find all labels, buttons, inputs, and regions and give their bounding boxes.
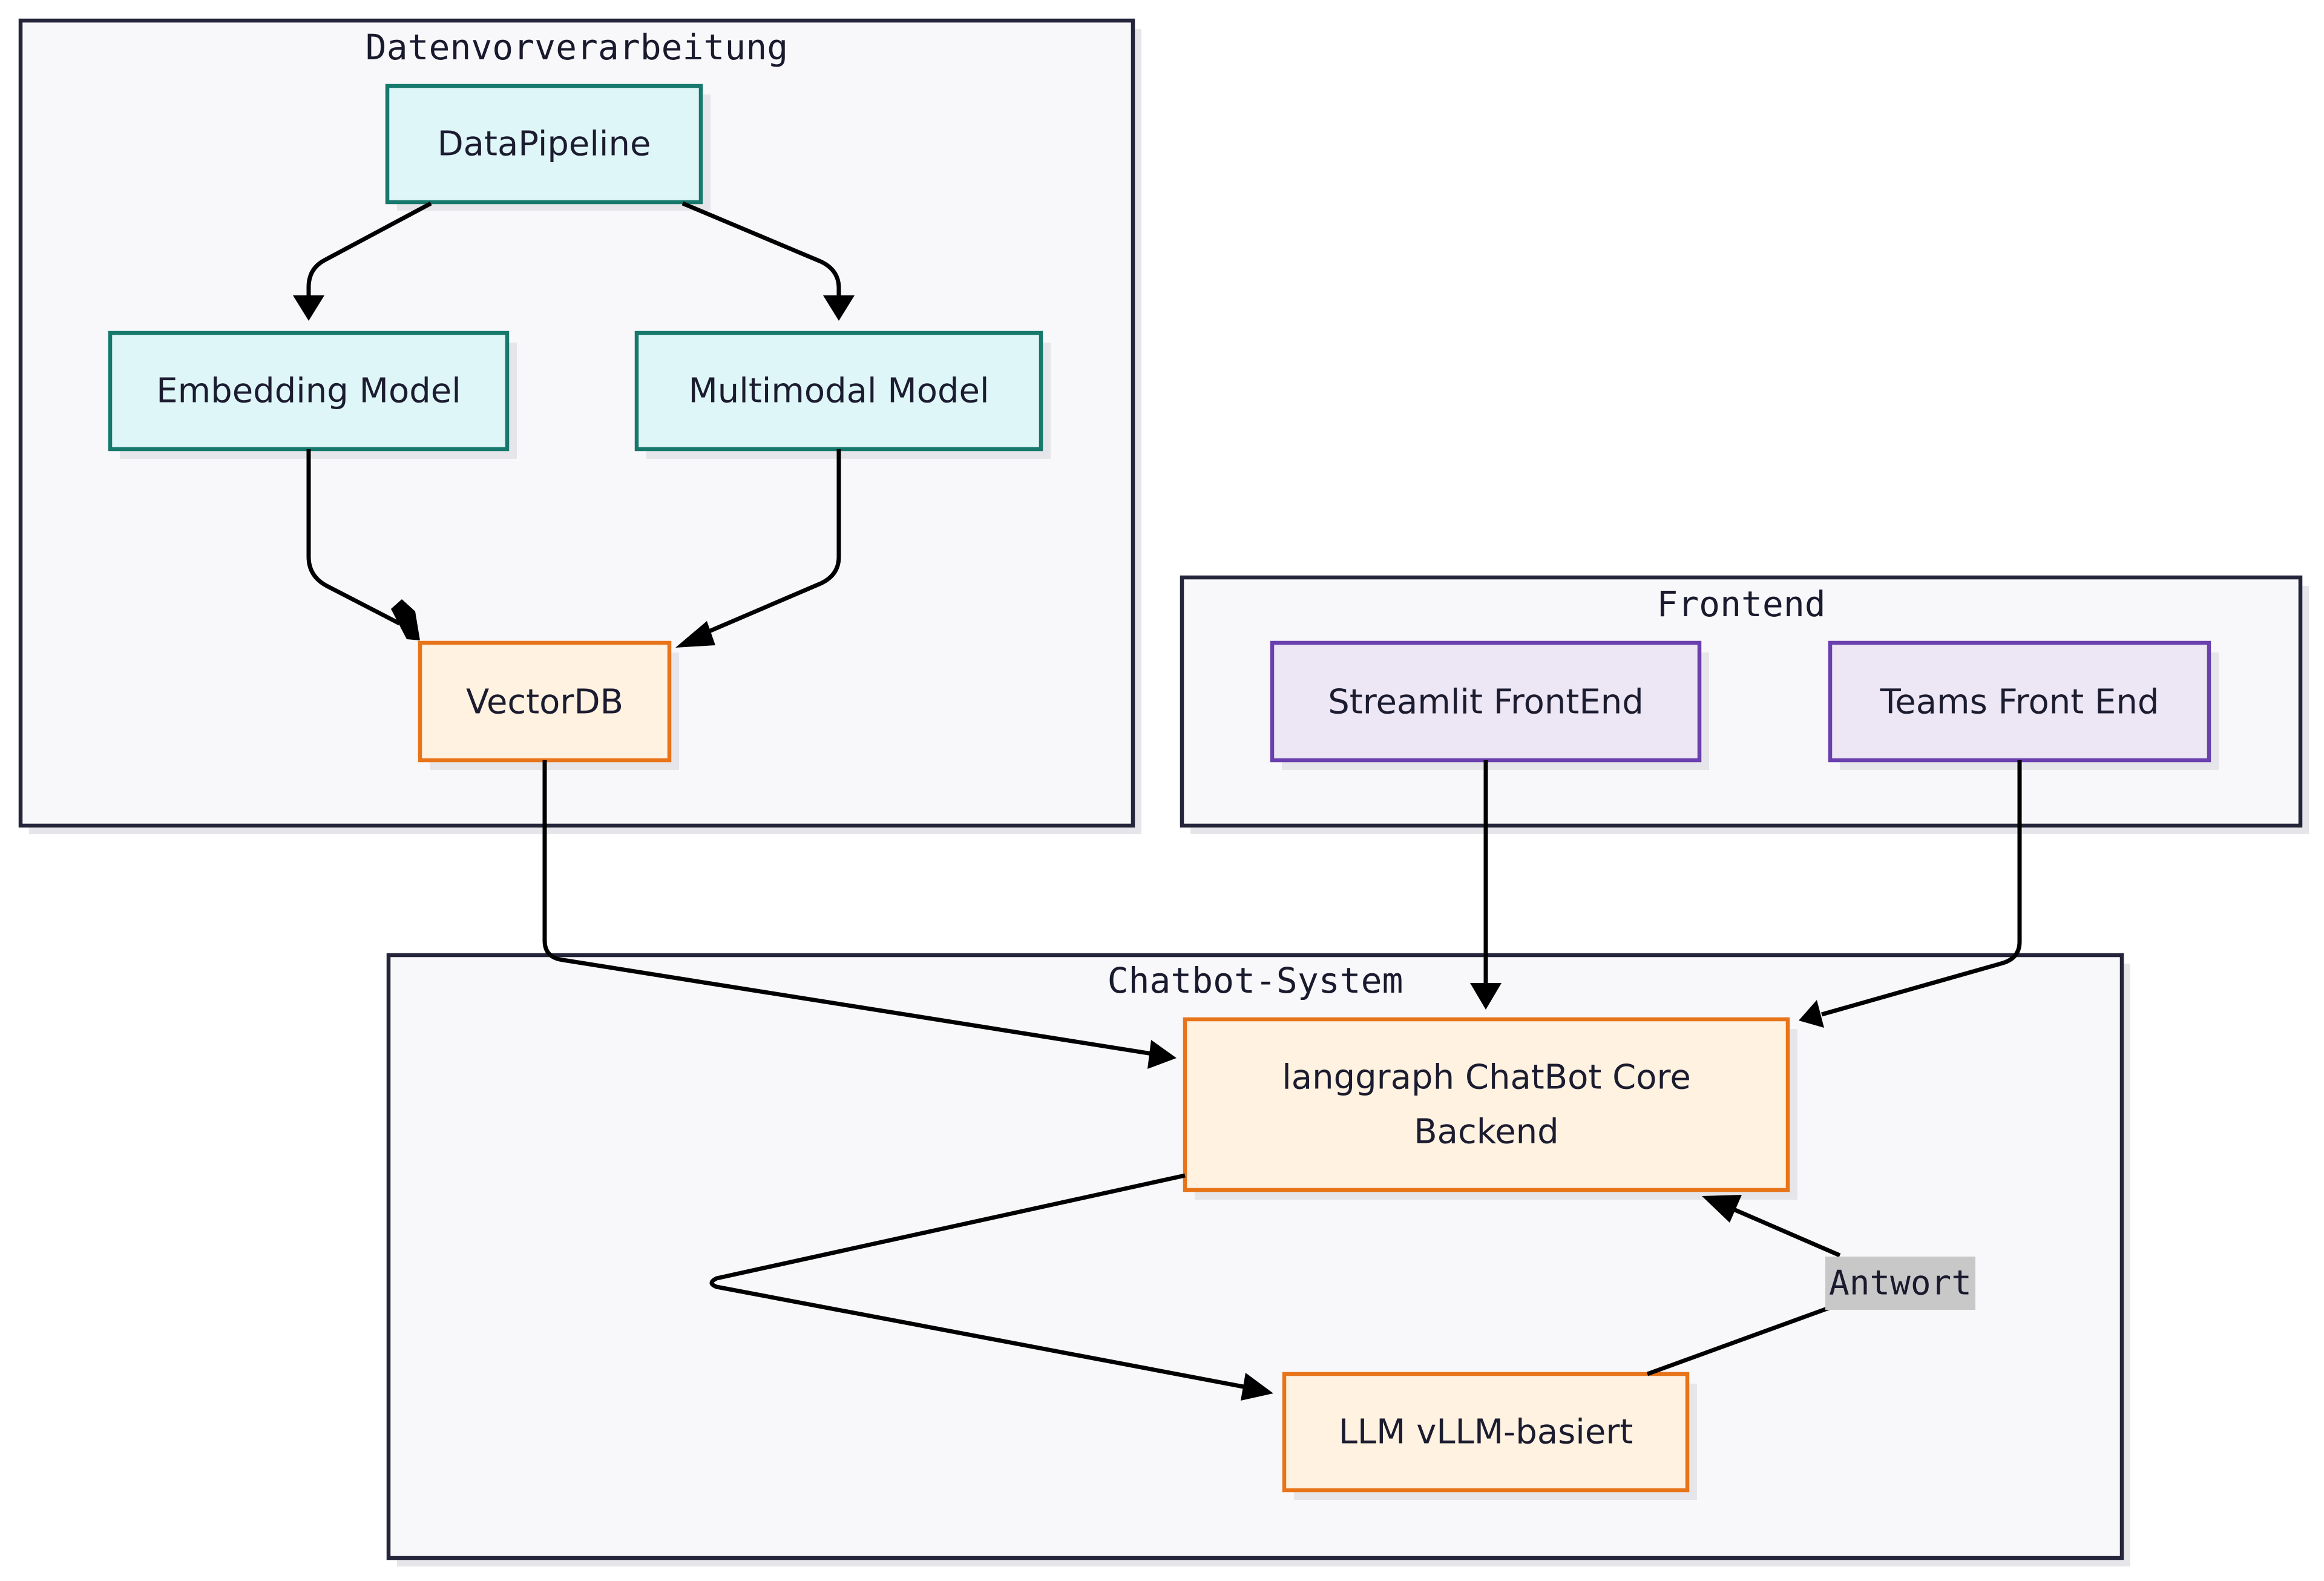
arrow-streamlit-to-core xyxy=(1470,983,1502,1010)
edge-teams-to-core xyxy=(1821,760,2022,1017)
arrow-core-to-llm xyxy=(1241,1373,1273,1401)
cluster-title-preprocessing: Datenvorverarbeitung xyxy=(366,27,788,68)
node-teams-frontend[interactable]: Teams Front End xyxy=(1828,640,2219,770)
node-multimodal-model[interactable]: Multimodal Model xyxy=(634,330,1051,459)
cluster-title-chatbot: Chatbot-System xyxy=(1108,960,1403,1001)
node-label-multimodal-model: Multimodal Model xyxy=(688,372,989,411)
arrow-pipeline-to-embedding xyxy=(293,295,324,321)
edge-label-antwort-text: Antwort xyxy=(1829,1264,1972,1303)
edges xyxy=(293,201,2022,1401)
node-label-teams-frontend: Teams Front End xyxy=(1880,683,2159,722)
edge-vectordb-to-core xyxy=(542,760,1157,1057)
node-label-chatbot-core-line2: Backend xyxy=(1414,1113,1558,1152)
node-vector-db[interactable]: VectorDB xyxy=(418,640,679,770)
cluster-title-frontend: Frontend xyxy=(1656,583,1825,625)
node-label-streamlit-frontend: Streamlit FrontEnd xyxy=(1328,683,1644,722)
edge-answer-to-core xyxy=(1730,1206,1841,1258)
node-chatbot-core[interactable]: langgraph ChatBot Core Backend xyxy=(1183,1017,1797,1200)
edge-embedding-to-vectordb xyxy=(306,449,401,626)
edge-multimodal-to-vectordb xyxy=(701,449,841,637)
edge-pipeline-to-multimodal xyxy=(681,201,841,297)
node-data-pipeline[interactable]: DataPipeline xyxy=(385,84,711,211)
node-embedding-model[interactable]: Embedding Model xyxy=(108,330,517,459)
node-label-chatbot-core-line1: langgraph ChatBot Core xyxy=(1282,1058,1691,1097)
arrow-answer-to-core xyxy=(1702,1195,1742,1223)
node-label-embedding-model: Embedding Model xyxy=(156,372,461,411)
arrow-pipeline-to-multimodal xyxy=(823,295,855,321)
node-streamlit-frontend[interactable]: Streamlit FrontEnd xyxy=(1270,640,1709,770)
edge-pipeline-to-embedding xyxy=(306,201,432,297)
node-label-llm: LLM vLLM-basiert xyxy=(1339,1413,1633,1452)
arrow-embedding-to-vectordb xyxy=(391,599,420,640)
node-label-data-pipeline: DataPipeline xyxy=(438,125,651,164)
edge-llm-to-core xyxy=(1646,1304,1835,1376)
arrow-multimodal-to-vectordb xyxy=(675,621,715,648)
node-llm[interactable]: LLM vLLM-basiert xyxy=(1282,1372,1697,1500)
arrow-teams-to-core xyxy=(1799,1000,1824,1028)
edge-core-to-llm xyxy=(709,1173,1247,1390)
edge-label-antwort: Antwort xyxy=(1825,1257,1975,1310)
node-label-vector-db: VectorDB xyxy=(466,683,623,722)
arrow-vectordb-to-core xyxy=(1147,1040,1177,1069)
